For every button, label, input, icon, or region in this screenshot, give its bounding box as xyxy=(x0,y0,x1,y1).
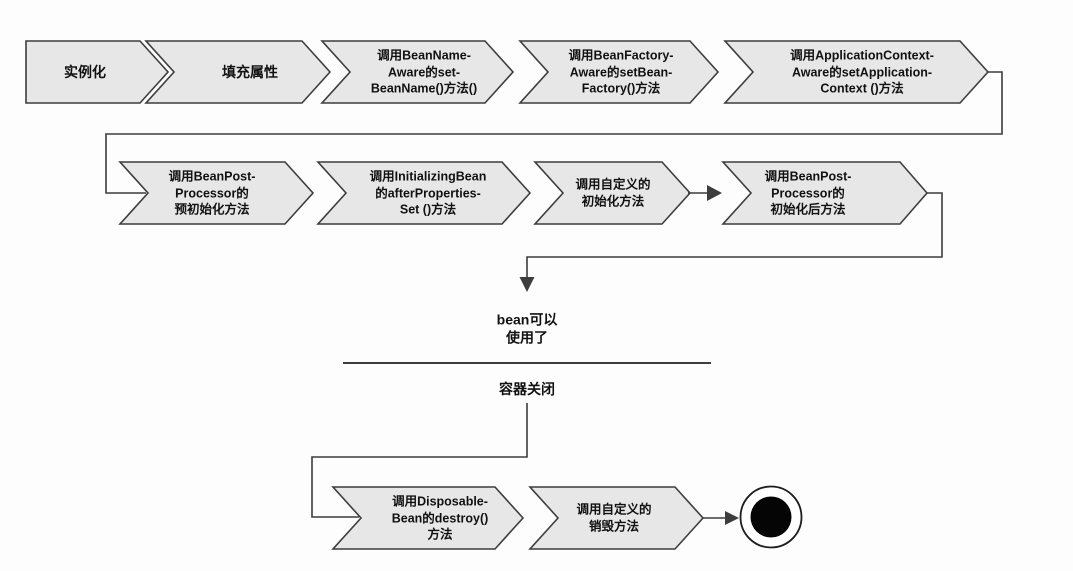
right-arrowhead-icon xyxy=(725,511,739,525)
chevron-set-bean-name xyxy=(320,40,515,104)
final-state-inner-dot xyxy=(750,496,792,538)
step-set-bean-name-label: 调用BeanName- Aware的set- BeanName()方法() xyxy=(370,48,478,96)
chevron-populate-properties xyxy=(144,40,332,104)
step-before-init-label: 调用BeanPost- Processor的 预初始化方法 xyxy=(168,169,256,217)
bean-ready-label: bean可以 使用了 xyxy=(496,311,558,346)
step-set-bean-factory-label: 调用BeanFactory- Aware的setBean- Factory()方… xyxy=(568,48,674,96)
chevron-set-bean-factory xyxy=(518,40,720,104)
chevron-custom-destroy xyxy=(528,486,705,550)
chevron-after-properties-set xyxy=(316,161,532,225)
chevron-custom-init xyxy=(533,161,692,225)
step-destroy-label: 调用Disposable- Bean的destroy() 方法 xyxy=(391,494,489,542)
chevron-set-application-context xyxy=(723,40,990,104)
chevron-beanpostprocessor-after-init xyxy=(721,161,929,225)
chevron-disposablebean-destroy xyxy=(331,486,525,550)
connector-row2-to-ready xyxy=(526,192,943,278)
step-custom-destroy-label: 调用自定义的 销毁方法 xyxy=(576,502,652,534)
step-instantiate-label: 实例化 xyxy=(64,63,106,80)
step-custom-init-label: 调用自定义的 初始化方法 xyxy=(575,177,651,209)
connector-close-to-row3 xyxy=(311,403,528,518)
step-after-properties-set-label: 调用InitializingBean 的afterProperties- Set… xyxy=(369,169,487,217)
step-set-application-context-label: 调用ApplicationContext- Aware的setApplicati… xyxy=(790,48,934,96)
chevron-beanpostprocessor-before-init xyxy=(118,161,315,225)
chevron-instantiate xyxy=(25,40,170,104)
step-populate-properties-label: 填充属性 xyxy=(222,63,278,80)
step-after-init-label: 调用BeanPost- Processor的 初始化后方法 xyxy=(764,169,852,217)
down-arrowhead-icon xyxy=(519,277,535,292)
right-arrowhead-icon xyxy=(707,185,722,201)
connector-row1-to-row2 xyxy=(105,71,1003,194)
container-close-label: 容器关闭 xyxy=(499,380,555,397)
